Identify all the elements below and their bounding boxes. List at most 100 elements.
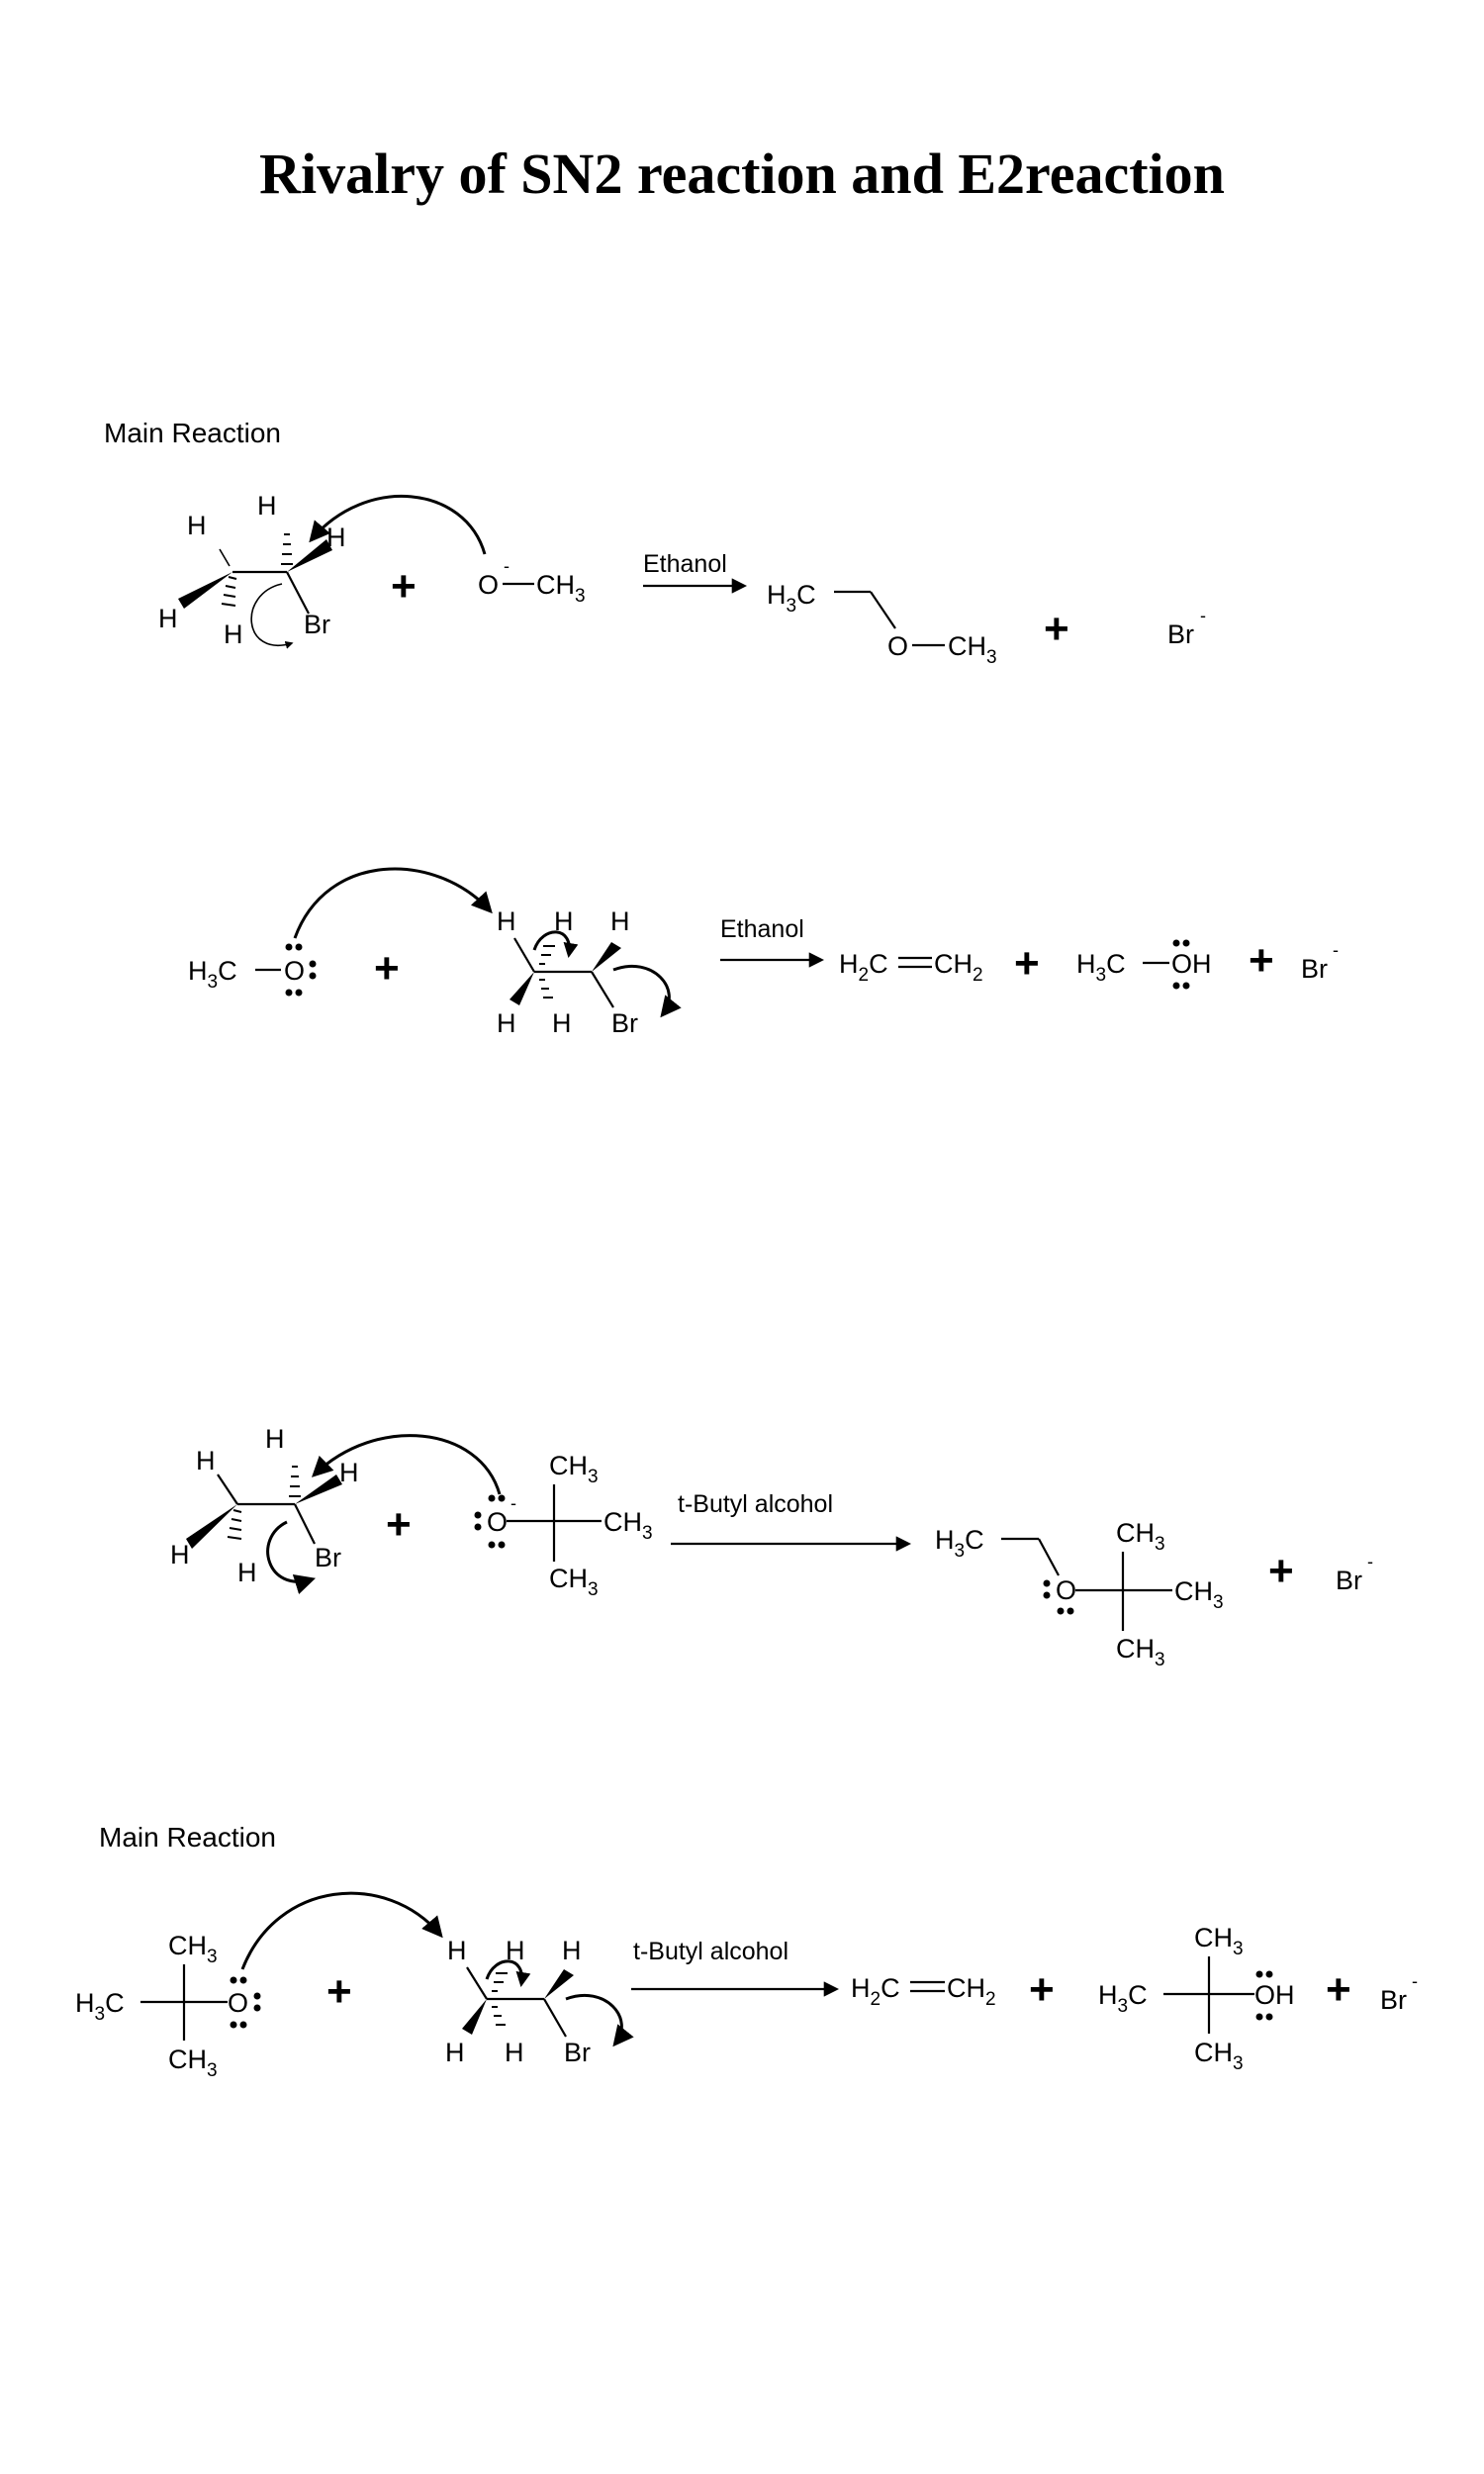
svg-text:CH3: CH3 [168, 2045, 218, 2081]
svg-text:-: - [1367, 1552, 1373, 1571]
svg-text:H: H [265, 1424, 285, 1454]
svg-text:H2C: H2C [839, 949, 888, 986]
methoxide-2: H3C O [188, 943, 317, 997]
h-atom: H [224, 619, 243, 649]
ethylene-1: H2C CH2 [839, 949, 983, 986]
h-atom: H [187, 511, 207, 540]
h-atom: H [158, 604, 178, 633]
svg-text:-: - [1333, 940, 1339, 960]
bromide-ion-1: Br - [1167, 606, 1206, 649]
ethyl-methyl-ether: H3C O CH3 [767, 580, 997, 668]
br-atom: Br [304, 610, 330, 639]
svg-text:Br: Br [315, 1543, 341, 1572]
svg-text:O: O [1056, 1575, 1076, 1605]
svg-text:H: H [554, 906, 574, 936]
plus-sign: + [374, 944, 400, 993]
svg-text:H: H [170, 1540, 190, 1570]
main-reaction-label-1: Main Reaction [104, 418, 281, 448]
condition-t-butyl-alcohol-1: t-Butyl alcohol [678, 1490, 833, 1518]
reaction-3: H H H H H Br + O - CH3 CH3 CH3 t-Butyl a… [170, 1424, 1373, 1670]
ethylene-2: H2C CH2 [851, 1973, 996, 2010]
ethyl-bromide-4: H H H H H Br [445, 1936, 591, 2067]
svg-text:Br: Br [1336, 1566, 1362, 1595]
svg-text:OH: OH [1254, 1980, 1295, 2010]
ethyl-bromide-3: H H H H H Br [170, 1424, 359, 1587]
svg-text:H: H [237, 1558, 257, 1587]
bromide-ion-4: Br - [1380, 1971, 1418, 2015]
plus-sign: + [386, 1500, 412, 1549]
svg-text:CH3: CH3 [549, 1451, 599, 1487]
svg-text:H3C: H3C [1076, 949, 1126, 986]
svg-text:CH3: CH3 [1116, 1518, 1165, 1555]
main-reaction-label-2: Main Reaction [99, 1822, 276, 1853]
svg-text:CH3: CH3 [1174, 1576, 1224, 1613]
svg-text:O: O [228, 1988, 248, 2018]
plus-sign: + [1044, 605, 1069, 653]
t-butoxide-1: O - CH3 CH3 CH3 [474, 1451, 653, 1600]
ethyl-bromide-2: H H H H H Br [497, 906, 638, 1038]
svg-text:CH3: CH3 [549, 1564, 599, 1600]
svg-text:H: H [339, 1458, 359, 1487]
t-butanol: H3C CH3 CH3 OH [1098, 1923, 1295, 2074]
condition-t-butyl-alcohol-2: t-Butyl alcohol [633, 1938, 788, 1965]
ethyl-bromide-1: H H H H H Br [158, 491, 346, 649]
svg-text:Br: Br [1167, 619, 1194, 649]
condition-ethanol-1: Ethanol [643, 550, 727, 578]
curved-arrow [532, 930, 579, 958]
svg-text:Br: Br [564, 2038, 591, 2067]
svg-text:H: H [562, 1936, 582, 1965]
plus-sign: + [1326, 1965, 1351, 2014]
svg-text:CH2: CH2 [934, 949, 983, 986]
bromide-ion-3: Br - [1336, 1552, 1373, 1595]
svg-text:H: H [196, 1446, 216, 1475]
svg-text:Br: Br [611, 1008, 638, 1038]
svg-text:O: O [478, 570, 499, 600]
svg-text:CH3: CH3 [168, 1931, 218, 1967]
curved-arrow [565, 1993, 634, 2047]
svg-text:O: O [284, 956, 305, 986]
svg-text:H2C: H2C [851, 1973, 900, 2010]
curved-arrow [612, 964, 682, 1018]
svg-text:H: H [445, 2038, 465, 2067]
svg-text:CH3: CH3 [536, 570, 586, 607]
svg-text:H: H [497, 906, 516, 936]
svg-text:H3C: H3C [1098, 1980, 1148, 2017]
bromide-ion-2: Br - [1301, 940, 1339, 984]
plus-sign: + [1014, 939, 1040, 988]
svg-text:O: O [887, 631, 908, 661]
svg-text:H: H [610, 906, 630, 936]
svg-text:CH2: CH2 [947, 1973, 996, 2010]
svg-text:Br: Br [1301, 954, 1328, 984]
curved-arrow [485, 1959, 531, 1987]
svg-text:H: H [497, 1008, 516, 1038]
curved-arrow [250, 583, 294, 649]
svg-text:Br: Br [1380, 1985, 1407, 2015]
ethyl-t-butyl-ether: H3C O CH3 CH3 CH3 [935, 1518, 1224, 1670]
svg-text:-: - [1412, 1971, 1418, 1991]
svg-text:O: O [487, 1507, 508, 1537]
svg-text:OH: OH [1171, 949, 1212, 979]
svg-text:CH3: CH3 [1116, 1634, 1165, 1670]
svg-text:H: H [552, 1008, 572, 1038]
svg-text:-: - [504, 556, 510, 576]
t-butoxide-2: H3C CH3 CH3 O [75, 1931, 261, 2081]
svg-text:H3C: H3C [767, 580, 816, 617]
page-title: Rivalry of SN2 reaction and E2reaction [259, 142, 1225, 206]
plus-sign: + [1268, 1547, 1294, 1595]
h-atom: H [257, 491, 277, 521]
curved-arrow [266, 1520, 317, 1595]
reaction-1: Main Reaction H H H H H Br + [104, 418, 1206, 668]
svg-text:H: H [506, 1936, 525, 1965]
plus-sign: + [1029, 1965, 1055, 2014]
h-atom: H [326, 523, 346, 552]
reaction-2: H3C O + H H H H H Br [188, 867, 1339, 1038]
reaction-4: Main Reaction H3C CH3 CH3 O + [75, 1822, 1418, 2081]
methanol-1: H3C OH [1076, 939, 1212, 990]
plus-sign: + [326, 1967, 352, 2016]
methoxide-1: O - CH3 [478, 556, 586, 607]
condition-ethanol-2: Ethanol [720, 915, 804, 943]
svg-text:-: - [510, 1493, 516, 1513]
curved-arrow [309, 494, 487, 555]
svg-text:CH3: CH3 [603, 1507, 653, 1544]
